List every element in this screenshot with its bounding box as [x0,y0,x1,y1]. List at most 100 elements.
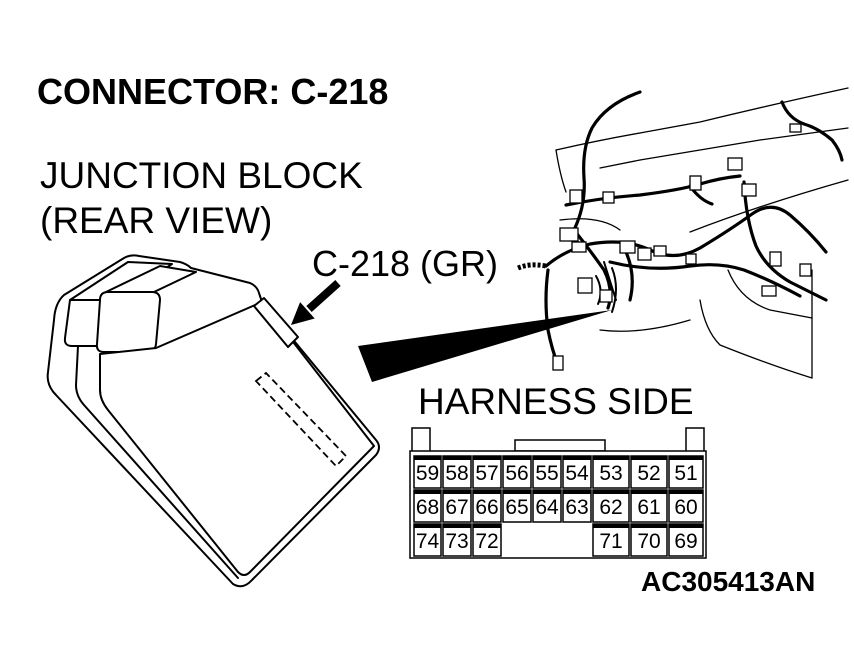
pin-cell-outline [630,455,668,489]
wire-harness-top-right [780,100,844,162]
harness-connector [577,277,593,294]
pin-cavity: 51 [668,455,704,489]
pin-cavity: 59 [413,455,442,489]
pin-cell-outline [592,523,630,557]
harness-connector [689,175,702,191]
pin-cavity: 67 [442,489,472,523]
connector-c218-on-block [253,297,299,348]
junction-block-main-face [99,301,375,576]
harness-connector [685,253,697,265]
wire-harness-right [742,180,828,302]
harness-connector [769,251,782,267]
diagram-title: CONNECTOR: C-218 [37,71,388,112]
pin-cavity: 60 [668,489,704,523]
harness-bundle [595,261,617,313]
harness-connector [653,245,667,257]
panel-lower-edge [699,299,813,379]
wire-harness-short [624,250,634,302]
harness-connector [602,191,615,204]
pin-number: 51 [674,462,697,485]
pin-cavity: 53 [592,455,630,489]
panel-bottom-line [599,319,691,332]
pin-cavity: 55 [532,455,562,489]
pin-cavity: 57 [472,455,502,489]
pin-cavity: 54 [562,455,592,489]
pin-cell-top-bar [593,490,629,494]
pin-cell-top-bar [563,456,591,460]
pin-number: 52 [637,462,660,485]
pin-number: 70 [637,530,660,553]
harness-connector [741,183,757,197]
wire-harness-main [544,205,828,268]
pin-cell-outline [532,489,562,523]
pin-cell-top-bar [503,490,531,494]
harness-connector [761,285,777,297]
pin-number: 66 [475,496,498,519]
harness-connector [799,263,812,277]
pin-cell-outline [562,455,592,489]
pin-cavity: 66 [472,489,502,523]
harness-connector [559,227,579,242]
pin-cavity: 56 [502,455,532,489]
pin-number: 59 [416,462,439,485]
pin-cell-top-bar [533,490,561,494]
pin-cell-top-bar [631,490,667,494]
pin-number: 74 [416,530,440,553]
wire-harness-lower [608,260,802,298]
junction-block-middle-layer-edge [75,345,239,579]
pin-number: 56 [505,462,528,485]
pin-cell-outline [442,489,472,523]
panel-upper-line [599,127,849,169]
panel-middle-line [689,179,849,233]
pin-cavity: 62 [592,489,630,523]
pin-cell-top-bar [473,456,501,460]
pin-cell-top-bar [631,524,667,528]
panel-inner-line [727,269,813,319]
pin-cell-top-bar [414,490,441,494]
pin-cavity: 68 [413,489,442,523]
callout-arrow-head [291,302,315,325]
pin-number: 64 [535,496,559,519]
junction-block-front-bump-face [95,291,161,353]
pin-cell-outline [630,489,668,523]
pin-number: 57 [475,462,498,485]
pin-cell-top-bar [533,456,561,460]
pin-cell-outline [472,523,502,557]
pin-cell-top-bar [631,456,667,460]
pin-cell-top-bar [443,456,471,460]
pin-cell-outline [668,455,704,489]
location-pointer-wedge [358,310,612,382]
pin-cell-top-bar [443,524,471,528]
pin-number: 58 [445,462,468,485]
wire-harness-cross [564,174,742,207]
pin-cavity: 58 [442,455,472,489]
panel-bracket-line [559,218,621,231]
pin-cavity: 71 [592,523,630,557]
connector-right-latch-tab [685,427,705,453]
pin-cavity: 52 [630,455,668,489]
connector-key [514,439,606,452]
pin-number: 54 [565,462,589,485]
connector-callout-label: C-218 (GR) [312,243,498,284]
pin-cavity: 64 [532,489,562,523]
pin-number: 72 [475,530,498,553]
pin-cell-top-bar [443,490,471,494]
harness-connectors [552,123,812,371]
pin-cavity: 74 [413,523,442,557]
pin-number: 71 [599,530,622,553]
harness-connector [789,123,802,133]
wire-wrap-tape [517,262,547,271]
callout-arrow [291,280,341,325]
junction-block-drawing [46,254,380,588]
connector-left-latch-tab [411,427,431,453]
pin-number: 55 [535,462,558,485]
harness-connector [727,157,743,171]
pin-cell-outline [472,455,502,489]
pin-number: 60 [674,496,697,519]
pin-number: 73 [445,530,468,553]
component-label-line-1: JUNCTION BLOCK [40,155,363,196]
harness-connector [571,241,587,253]
